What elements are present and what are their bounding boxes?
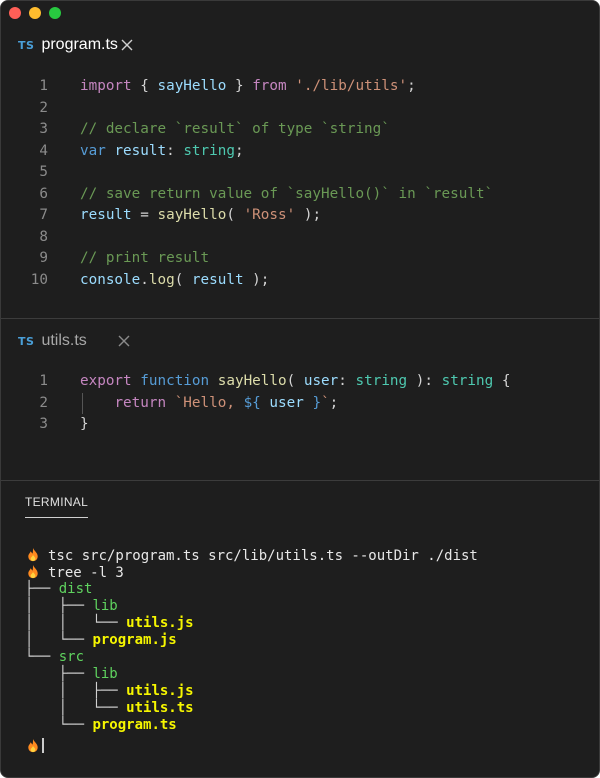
tree-row: │ │ └── utils.js (25, 615, 194, 631)
typescript-icon: TS (18, 38, 35, 52)
terminal-command: tsc src/program.ts src/lib/utils.ts --ou… (25, 547, 478, 564)
tab-utils-ts[interactable]: TS utils.ts (1, 319, 599, 363)
tab-terminal[interactable]: TERMINAL (25, 495, 89, 509)
pane-divider (1, 318, 599, 319)
tree-row: └── program.ts (25, 717, 177, 733)
code-line: 5 (39, 164, 48, 180)
code-line: 2 return `Hello, ${ user }`; (1, 392, 599, 415)
close-window-button[interactable] (9, 7, 21, 19)
text-cursor (42, 738, 44, 753)
terminal-prompt[interactable] (25, 738, 478, 755)
code-line: 6// save return value of `sayHello()` in… (39, 185, 494, 202)
code-line: 3} (39, 416, 89, 432)
tree-row: │ ├── lib (25, 598, 118, 614)
minimize-window-button[interactable] (29, 7, 41, 19)
pane-divider (1, 480, 599, 481)
close-icon[interactable] (120, 38, 134, 52)
code-line: 9// print result (39, 250, 210, 266)
code-line: 3// declare `result` of type `string` (39, 121, 390, 137)
tab-label: utils.ts (41, 332, 87, 349)
title-bar (1, 1, 599, 23)
tree-row: └── src (25, 649, 85, 665)
terminal-command: tree -l 3 (25, 564, 478, 581)
typescript-icon: TS (18, 334, 35, 348)
code-line: 2 (39, 99, 48, 116)
indent-guide (82, 392, 83, 414)
tree-row: ├── lib (25, 666, 118, 682)
fire-icon (28, 547, 38, 562)
tree-row: │ ├── utils.js (25, 683, 194, 699)
fire-icon (28, 738, 38, 753)
maximize-window-button[interactable] (49, 7, 61, 19)
active-tab-indicator (25, 517, 88, 518)
tab-program-ts[interactable]: TS program.ts (1, 23, 599, 67)
fire-icon (28, 564, 38, 579)
terminal-output[interactable]: tsc src/program.ts src/lib/utils.ts --ou… (25, 547, 478, 755)
close-icon[interactable] (117, 334, 131, 348)
tree-row: ├── dist (25, 581, 93, 597)
tree-row: │ └── utils.ts (25, 700, 194, 716)
code-line: 8 (39, 228, 48, 245)
tree-row: │ └── program.js (25, 632, 177, 648)
tab-label: program.ts (41, 36, 118, 53)
